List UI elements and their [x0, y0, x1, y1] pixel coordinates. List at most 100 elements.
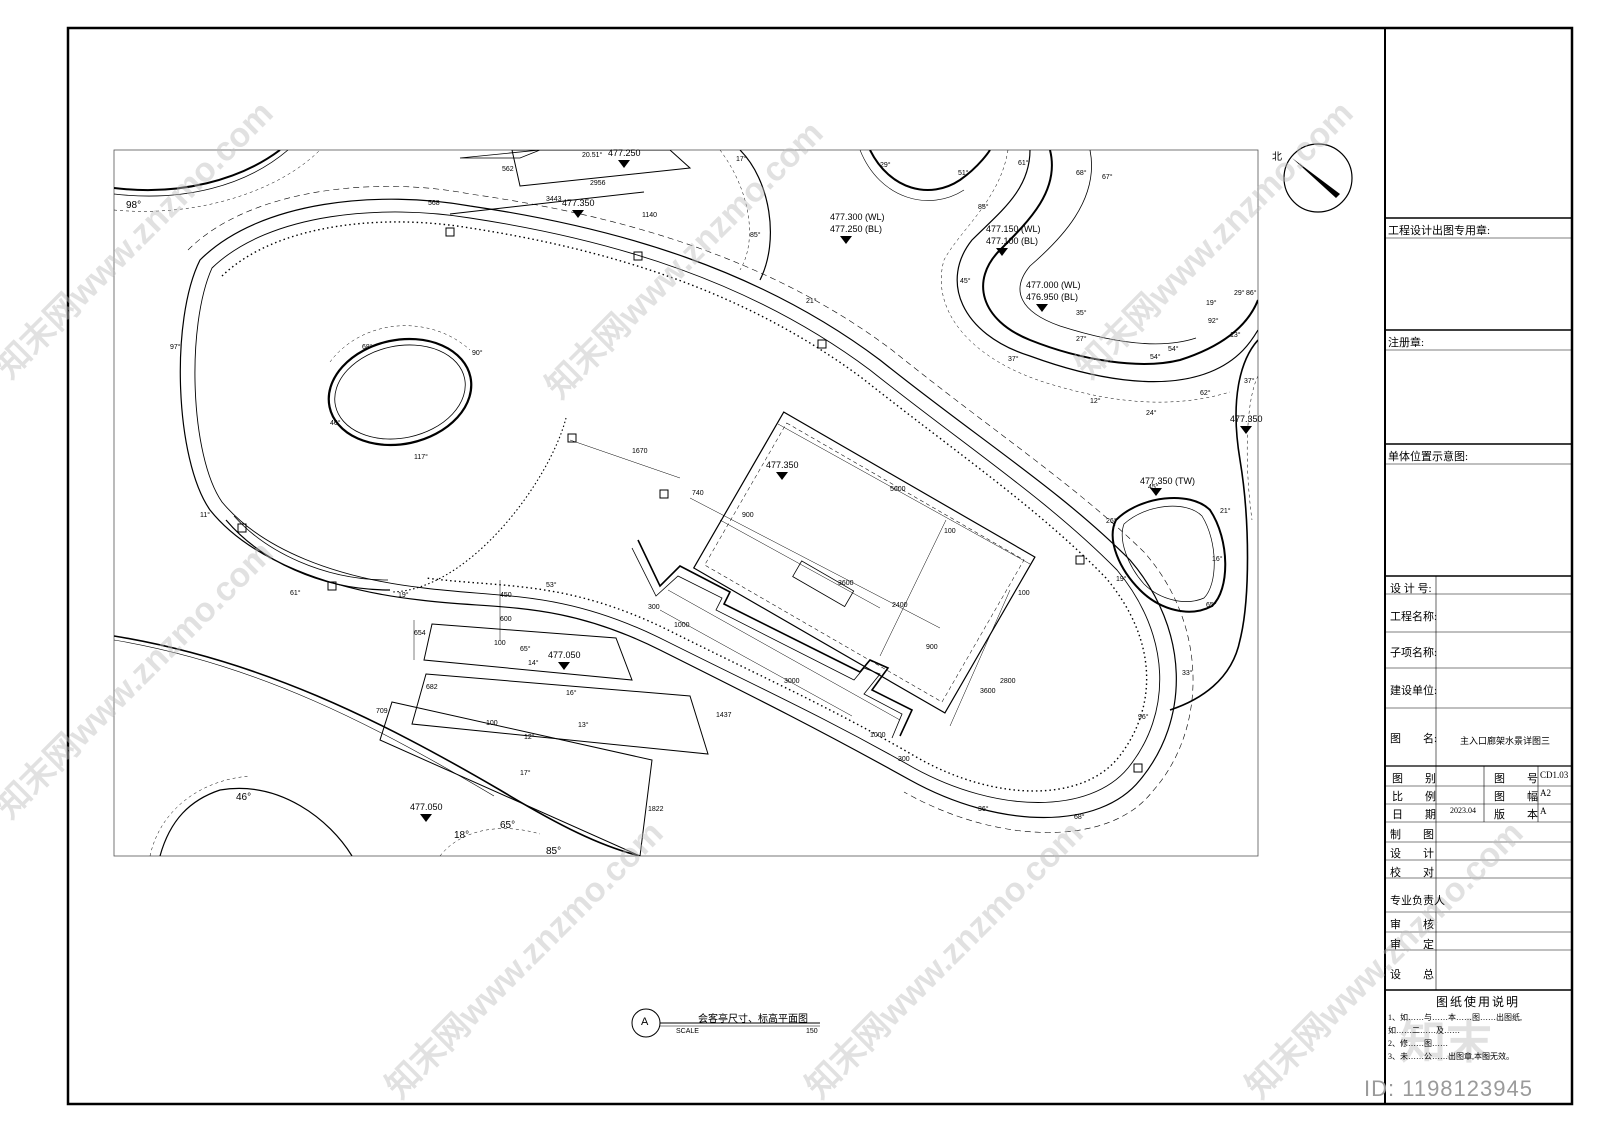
- angle-label: 45°: [1148, 484, 1159, 491]
- dimension-label: 2400: [892, 602, 908, 609]
- dimension-label: 654: [414, 630, 426, 637]
- elevation-label: 477.050: [410, 802, 443, 812]
- angle-label: 65°: [520, 646, 531, 653]
- note-line: 如……二……及……: [1388, 1026, 1460, 1035]
- dimension-label: 1000: [674, 622, 690, 629]
- dimension-label: 740: [692, 490, 704, 497]
- dimension-label: 600: [500, 616, 512, 623]
- dimension-label: 900: [926, 644, 938, 651]
- water-channel-inner: [114, 639, 495, 797]
- stream-b: [869, 150, 991, 191]
- plaza-outer-edge: [179, 198, 1177, 818]
- north-label: 北: [1272, 151, 1282, 163]
- title-block-cell: 图 别: [1392, 773, 1436, 785]
- dimension-label: 1000: [870, 732, 886, 739]
- elevation-label: 477.350: [766, 460, 799, 470]
- dimension-label: 562: [502, 166, 514, 173]
- angle-label: 53°: [546, 582, 557, 589]
- dimension-label: 450: [500, 592, 512, 599]
- dimension-label: 1670: [632, 448, 648, 455]
- caption-title: 会客亭尺寸、标高平面图: [698, 1014, 808, 1025]
- post: [327, 581, 337, 591]
- angle-label: 19°: [1206, 300, 1217, 307]
- post: [817, 339, 827, 349]
- elevation-triangle-icon: [840, 236, 852, 244]
- signature-row-label: 制 图: [1390, 829, 1434, 841]
- north-needle: [1292, 158, 1340, 198]
- angle-label: 97°: [170, 344, 181, 351]
- dimension-label: 300: [898, 756, 910, 763]
- pavilion-inner: [704, 422, 1025, 703]
- caption-marker: A: [641, 1016, 649, 1028]
- signature-row-label: 审 核: [1390, 919, 1434, 931]
- elevation-triangle-icon: [558, 662, 570, 670]
- lower-dim-arc-2: [439, 828, 541, 856]
- angle-label: 65°: [1206, 602, 1217, 609]
- angle-label: 21°: [806, 298, 817, 305]
- title-block-cell: A2: [1540, 788, 1551, 798]
- angle-label: 37°: [1008, 356, 1019, 363]
- water-channel-edge: [114, 635, 641, 856]
- elevation-triangle-icon: [1240, 426, 1252, 434]
- dimension-label: 100: [944, 528, 956, 535]
- stepped-wall-inner: [631, 547, 903, 739]
- east-planter: [1111, 497, 1227, 613]
- dimension-label: 900: [742, 512, 754, 519]
- angle-label: 61°: [290, 590, 301, 597]
- elevation-triangle-icon: [572, 210, 584, 218]
- post: [1075, 555, 1085, 565]
- angle-label: 45°: [960, 278, 971, 285]
- stream-a: [739, 150, 771, 281]
- top-slab-edge: [449, 191, 645, 215]
- inner-dotted-arc: [391, 417, 567, 593]
- stream-b-inner: [859, 150, 965, 201]
- signature-row-label: 专业负责人: [1390, 895, 1445, 907]
- post: [633, 251, 643, 261]
- angle-label: 29°: [1234, 290, 1245, 297]
- north-circle: [1283, 143, 1353, 213]
- elevation-label: 477.100 (BL): [986, 236, 1039, 246]
- title-block-cell: 日 期: [1392, 809, 1436, 821]
- posts: [237, 227, 1143, 773]
- slab-1: [423, 623, 633, 681]
- plaza-dashed-offset: [187, 186, 1194, 833]
- angle-label: 12°: [524, 734, 535, 741]
- dimension-label: 100: [494, 640, 506, 647]
- angle-label: 86°: [1246, 290, 1257, 297]
- sheet-border: [66, 26, 1574, 1106]
- elevation-label: 477.350: [562, 198, 595, 208]
- title-block-cell: 2023.04: [1450, 806, 1476, 815]
- north-arrow: 北: [1272, 143, 1353, 213]
- oval-planter-inner: [334, 344, 466, 440]
- stream-a-dim: [719, 150, 750, 271]
- oval-planter-outer: [327, 337, 473, 447]
- title-block: [1384, 28, 1572, 1104]
- notes-title: 图纸使用说明: [1436, 995, 1521, 1009]
- post: [237, 523, 247, 533]
- angle-label: 17°: [520, 770, 531, 777]
- angle-label: 13°: [578, 722, 589, 729]
- bench-arc-outer: [225, 519, 391, 591]
- note-line: 2、修……图……: [1388, 1039, 1448, 1048]
- angle-label: 27°: [1076, 336, 1087, 343]
- meander-dim: [940, 150, 1231, 403]
- register-label: 注册章:: [1388, 337, 1425, 349]
- angle-label: 90°: [472, 350, 483, 357]
- elevation-label: 477.300 (WL): [830, 212, 885, 222]
- angle-label: 26°: [1106, 518, 1117, 525]
- angle-label: 61°: [1018, 160, 1029, 167]
- angle-label: 12°: [1090, 398, 1101, 405]
- angle-label: 68°: [1074, 814, 1085, 821]
- dimension-label: 2800: [1000, 678, 1016, 685]
- post: [567, 433, 577, 443]
- angle-label: 65°: [500, 820, 516, 831]
- drawing-name-value: 主入口廊架水景详图三: [1460, 736, 1551, 746]
- meander-inner: [1019, 150, 1197, 345]
- angle-label: 68°: [1076, 170, 1087, 177]
- angle-label: 98°: [126, 200, 142, 211]
- dimension-label: 682: [426, 684, 438, 691]
- angle-label: 18°: [454, 830, 470, 841]
- post: [445, 227, 455, 237]
- angle-label: 33°: [1182, 670, 1193, 677]
